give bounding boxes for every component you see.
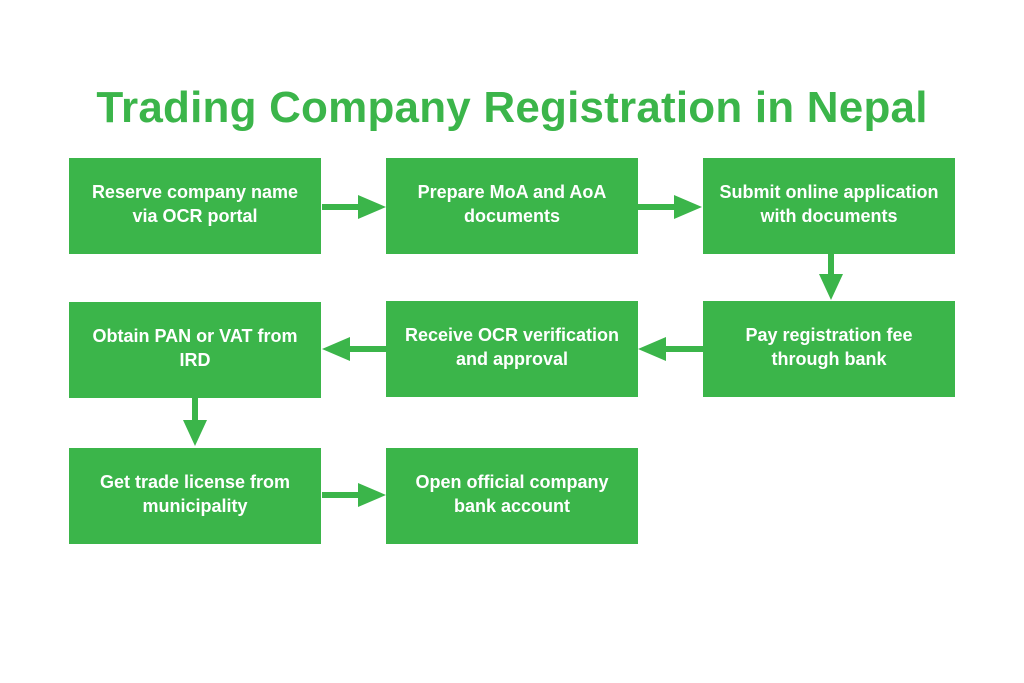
step-receive-verification: Receive OCR verification and approval xyxy=(386,301,638,397)
arrow-step5-to-step6 xyxy=(322,337,386,361)
diagram-title: Trading Company Registration in Nepal xyxy=(96,83,928,132)
step-label: Submit online application with documents xyxy=(719,182,939,226)
step-submit-application: Submit online application with documents xyxy=(703,158,955,254)
arrow-step4-to-step5 xyxy=(638,337,703,361)
step-prepare-moa-aoa: Prepare MoA and AoA documents xyxy=(386,158,638,254)
arrow-step2-to-step3 xyxy=(638,195,702,219)
arrow-step7-to-step8 xyxy=(322,483,386,507)
step-label: Receive OCR verification and approval xyxy=(404,325,620,369)
step-label: Open official company bank account xyxy=(415,472,609,516)
step-obtain-pan-vat: Obtain PAN or VAT from IRD xyxy=(69,302,321,398)
step-label: Reserve company name via OCR portal xyxy=(91,182,299,226)
step-open-bank-account: Open official company bank account xyxy=(386,448,638,544)
step-trade-license: Get trade license from municipality xyxy=(69,448,321,544)
step-label: Obtain PAN or VAT from IRD xyxy=(92,326,298,370)
arrow-step6-to-step7 xyxy=(183,398,207,446)
step-label: Get trade license from municipality xyxy=(99,472,291,516)
step-label: Prepare MoA and AoA documents xyxy=(417,182,607,226)
step-pay-fee: Pay registration fee through bank xyxy=(703,301,955,397)
arrow-step1-to-step2 xyxy=(322,195,386,219)
step-label: Pay registration fee through bank xyxy=(745,325,913,369)
step-reserve-name: Reserve company name via OCR portal xyxy=(69,158,321,254)
arrow-step3-to-step4 xyxy=(819,254,843,300)
